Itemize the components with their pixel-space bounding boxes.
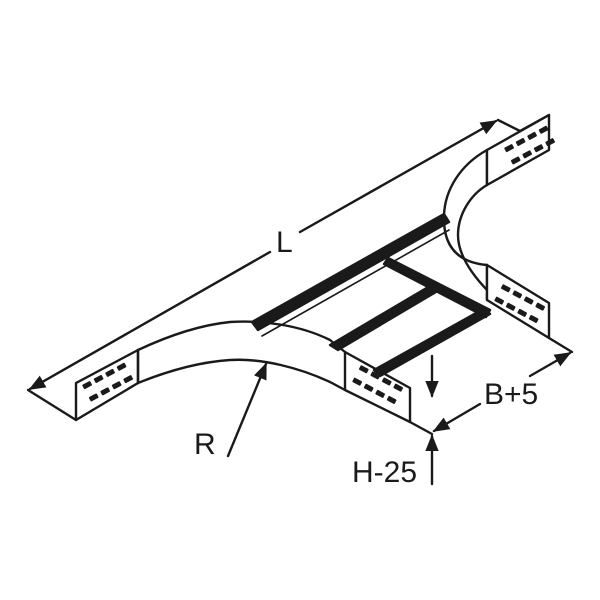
- dimension-B: [432, 351, 572, 433]
- back-ladder-rail: [250, 212, 451, 337]
- branch-curved-side: [442, 148, 489, 302]
- width-label: B+5: [484, 378, 539, 411]
- front-curved-side: [136, 320, 347, 392]
- rungs: [328, 281, 492, 378]
- dimension-R: [226, 362, 268, 458]
- lower-right-end-plate: [485, 263, 574, 354]
- length-label: L: [276, 226, 293, 259]
- dimension-L: [26, 118, 522, 422]
- radius-label: R: [194, 428, 216, 461]
- end-plate-slots: [82, 125, 555, 404]
- height-label: H-25: [352, 456, 418, 489]
